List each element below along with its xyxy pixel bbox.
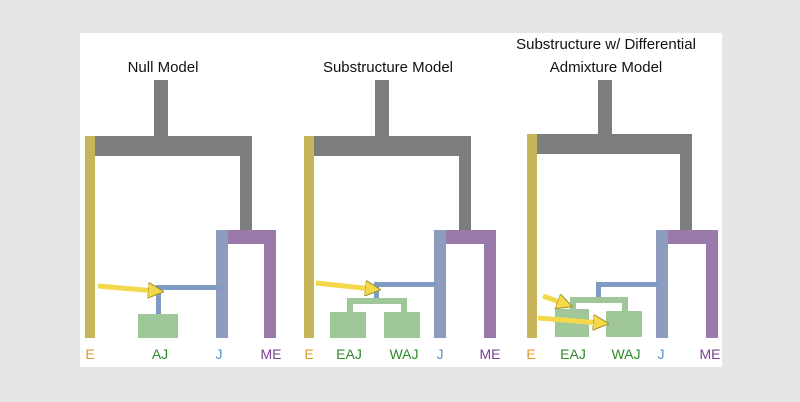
- aj-horizontal-branch: [374, 282, 438, 287]
- eaj-branch: [347, 298, 353, 314]
- waj-branch: [622, 297, 628, 311]
- eaj-waj-crossbar: [570, 297, 628, 303]
- leaf-label-me: ME: [261, 346, 282, 362]
- me-branch: [706, 230, 718, 338]
- leaf-label-me: ME: [480, 346, 501, 362]
- me-branch: [264, 230, 276, 338]
- root-branch: [375, 80, 389, 140]
- leaf-label-j: J: [216, 346, 223, 362]
- leaf-label-j: J: [437, 346, 444, 362]
- leaf-label-waj: WAJ: [389, 346, 418, 362]
- e-branch: [527, 134, 537, 338]
- j-me-crossbar: [216, 230, 276, 244]
- substructure-model: Substructure Model E EAJ WAJ J ME: [304, 59, 501, 362]
- gray-crossbar: [86, 136, 252, 156]
- j-branch: [656, 230, 668, 338]
- aj-horizontal-branch: [156, 285, 222, 290]
- eaj-branch: [570, 297, 576, 311]
- null-model-title: Null Model: [128, 59, 199, 76]
- arrow-right-icon: [97, 286, 156, 291]
- gray-right-branch: [459, 136, 471, 234]
- aj-vertical-branch: [156, 285, 161, 315]
- eaj-waj-crossbar: [347, 298, 407, 304]
- leaf-label-waj: WAJ: [611, 346, 640, 362]
- arrow-right-icon: [537, 318, 601, 323]
- me-branch: [484, 230, 496, 338]
- e-branch: [85, 136, 95, 338]
- leaf-label-e: E: [526, 346, 535, 362]
- substructure-model-title: Substructure Model: [323, 59, 453, 76]
- gray-crossbar: [527, 134, 691, 154]
- e-branch: [304, 136, 314, 338]
- aj-vertical-branch: [596, 282, 601, 300]
- root-branch: [598, 80, 612, 136]
- leaf-label-e: E: [304, 346, 313, 362]
- aj-population-box: [138, 314, 178, 338]
- null-model: Null Model E AJ J ME: [85, 59, 282, 362]
- gray-right-branch: [680, 134, 692, 234]
- j-branch: [216, 230, 228, 338]
- waj-population-box: [606, 311, 642, 337]
- root-branch: [154, 80, 168, 140]
- differential-admixture-model: Substructure w/ Differential Admixture M…: [516, 36, 720, 362]
- leaf-label-me: ME: [700, 346, 721, 362]
- leaf-label-j: J: [658, 346, 665, 362]
- j-branch: [434, 230, 446, 338]
- eaj-population-box: [330, 312, 366, 338]
- differential-model-title-line-2: Admixture Model: [550, 59, 663, 76]
- gray-crossbar: [304, 136, 470, 156]
- j-me-crossbar: [434, 230, 496, 244]
- gray-right-branch: [240, 136, 252, 234]
- leaf-label-eaj: EAJ: [336, 346, 362, 362]
- aj-horizontal-branch: [596, 282, 660, 287]
- arrow-right-icon: [542, 293, 565, 304]
- waj-branch: [401, 298, 407, 314]
- arrow-right-icon: [315, 283, 373, 289]
- differential-model-title-line-1: Substructure w/ Differential: [516, 36, 696, 53]
- leaf-label-e: E: [85, 346, 94, 362]
- j-me-crossbar: [656, 230, 718, 244]
- leaf-label-eaj: EAJ: [560, 346, 586, 362]
- leaf-label-aj: AJ: [152, 346, 168, 362]
- waj-population-box: [384, 312, 420, 338]
